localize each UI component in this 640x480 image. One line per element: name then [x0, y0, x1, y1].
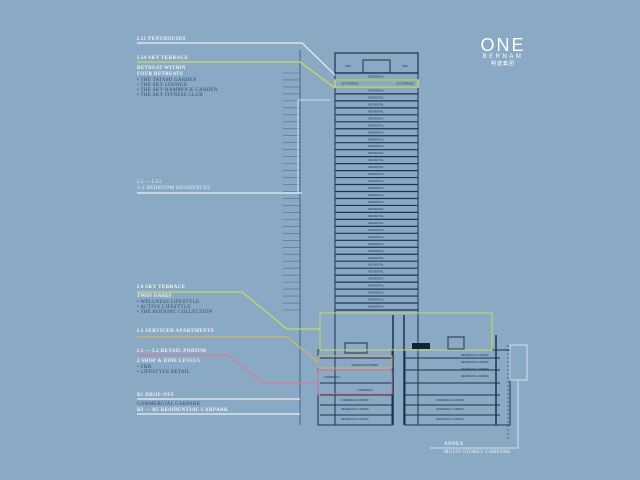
oases-item: • THE BOTANIC COLLECTION — [137, 310, 213, 315]
floor-label: RESIDENTIAL — [368, 159, 384, 162]
label-serviced: L3 SERVICED APARTMENTS — [137, 329, 214, 334]
podium-room-label: RESIDENTIAL CARPARK — [461, 361, 489, 364]
retail-item: • F&B — [137, 365, 152, 370]
leader-sky-terrace-low — [137, 291, 320, 330]
floor-label: RESIDENTIAL — [368, 131, 384, 134]
retreat-item: • THE SKY FITNESS CLUB — [137, 93, 203, 98]
floor-label: RESIDENTIAL — [368, 89, 384, 92]
annex-box — [509, 344, 528, 381]
podium-room — [344, 342, 368, 354]
shop-dine-title: 2 SHOP & DINE LEVELS — [137, 359, 201, 364]
roof-label: M&E — [402, 65, 408, 68]
oases-item: • ACTIVE LIFESTYLE — [137, 305, 191, 310]
floor-label: RESIDENTIAL — [368, 243, 384, 246]
serviced-box — [317, 355, 393, 369]
label-sky-terrace-top: L54 SKY TERRACE — [137, 56, 189, 61]
podium-right — [404, 349, 511, 426]
podium-room-label: COMMERCIAL CARPARK — [341, 399, 370, 402]
sky-terrace-label: SKY TERRACE — [342, 83, 359, 86]
roof-mechanical — [334, 52, 419, 74]
floor-label: RESIDENTIAL — [368, 292, 384, 295]
label-annex: ANNEX — [444, 442, 464, 447]
retreat-title-2: FOUR RETREATS — [137, 72, 183, 77]
floor-label: RESIDENTIAL — [368, 166, 384, 169]
floor-label: RESIDENTIAL — [368, 215, 384, 218]
podium-room-label: RESIDENTIAL CARPARK — [436, 418, 464, 421]
leader-retail — [137, 354, 318, 384]
retreat-title-1: RETREAT WITHIN — [137, 66, 186, 71]
floor-label: RESIDENTIAL — [368, 222, 384, 225]
floor-label: RESIDENTIAL — [368, 96, 384, 99]
retreat-item: • THE SKY LOUNGE — [137, 83, 188, 88]
leader-sky-terrace-top — [137, 61, 336, 89]
floor-label: RESIDENTIAL — [368, 285, 384, 288]
retreat-item: • THE SKY HAMMOCK GARDEN — [137, 88, 218, 93]
label-sky-terrace-low: L4 SKY TERRACE — [137, 285, 186, 290]
podium-room-label: COMMERCIAL — [324, 376, 341, 379]
leader-penthouses — [137, 42, 336, 76]
retreat-item: • THE TATAMI GARDEN — [137, 78, 197, 83]
label-retail: L1 — L2 RETAIL PODIUM — [137, 349, 207, 354]
logo-name: ONE — [480, 35, 526, 55]
floor-label: RESIDENTIAL — [368, 124, 384, 127]
floor-label: RESIDENTIAL — [368, 180, 384, 183]
podium-room-label: RESIDENTIAL CARPARK — [461, 354, 489, 357]
floor-label: RESIDENTIAL — [368, 257, 384, 260]
logo-chinese: 明建集团 — [490, 62, 515, 67]
podium-room-label: RESIDENTIAL CARPARK — [461, 368, 489, 371]
podium-room-label: COMMERCIAL CARPARK — [436, 399, 465, 402]
floor-label: RESIDENTIAL — [368, 194, 384, 197]
floor-label: RESIDENTIAL — [368, 208, 384, 211]
podium-room-label: RESIDENTIAL CARPARK — [461, 375, 489, 378]
podium-left — [317, 349, 393, 426]
one-bernam-logo: ONE BERNAM 明建集团 — [478, 36, 528, 67]
sky-terrace-low-box — [319, 312, 493, 351]
retail-box — [317, 369, 393, 395]
sky-terrace-highlight — [334, 79, 419, 88]
logo-sub: BERNAM — [482, 54, 524, 60]
floor-label: RESIDENTIAL — [368, 278, 384, 281]
floor-label: RESIDENTIAL — [368, 110, 384, 113]
floor-label: RESIDENTIAL — [368, 187, 384, 190]
floor-label: RESIDENTIAL — [368, 229, 384, 232]
stair-block — [412, 343, 430, 349]
label-residences-range: L5 — L53 — [137, 180, 162, 185]
label-dropoff: B1 DROP-OFF — [137, 393, 175, 398]
roof-core — [362, 59, 391, 74]
floor-label: RESIDENTIAL — [368, 201, 384, 204]
floor-label: RESIDENTIAL — [368, 152, 384, 155]
label-residential-carpark: B2 — B5 RESIDENTIAL CARPARK — [137, 408, 229, 413]
floor-label: RESIDENTIAL — [368, 299, 384, 302]
leader-serviced — [137, 336, 319, 363]
label-residences: 1-3 BEDROOM RESIDENCES — [137, 186, 211, 191]
floor-label: RESIDENTIAL — [368, 103, 384, 106]
floor-label: RESIDENTIAL — [368, 117, 384, 120]
floor-label: RESIDENTIAL — [368, 76, 384, 79]
oases-item: • WELLNESS LIFESTYLE — [137, 300, 200, 305]
floor-label: RESIDENTIAL — [368, 306, 384, 309]
floor-label: RESIDENTIAL — [368, 271, 384, 274]
floor-label: RESIDENTIAL — [368, 236, 384, 239]
label-penthouses: L55 PENTHOUSES — [137, 37, 186, 42]
roof-label: M&E — [345, 65, 351, 68]
label-annex-sub: MULTI-STOREY CARPARK — [444, 450, 511, 455]
residences-bracket — [297, 99, 330, 193]
podium-room — [447, 336, 465, 350]
label-commercial-carpark: COMMERCIAL CARPARK — [137, 402, 201, 407]
twin-oases-title: TWIN OASES — [137, 294, 172, 299]
floor-label: RESIDENTIAL — [368, 145, 384, 148]
floor-label: RESIDENTIAL — [368, 173, 384, 176]
retail-item: • LIFESTYLE RETAIL — [137, 370, 191, 375]
sky-terrace-label: SKY TERRACE — [397, 83, 414, 86]
floor-label: RESIDENTIAL — [368, 138, 384, 141]
floor-label: RESIDENTIAL — [368, 264, 384, 267]
podium-room-label: COMMERCIAL — [357, 389, 374, 392]
podium-room-label: SERVICED APARTMENT — [351, 364, 379, 367]
floor-label: RESIDENTIAL — [368, 250, 384, 253]
podium-room-label: RESIDENTIAL CARPARK — [436, 408, 464, 411]
podium-room-label: RESIDENTIAL CARPARK — [341, 418, 369, 421]
annex-leader — [430, 380, 519, 449]
podium-room-label: RESIDENTIAL CARPARK — [341, 408, 369, 411]
